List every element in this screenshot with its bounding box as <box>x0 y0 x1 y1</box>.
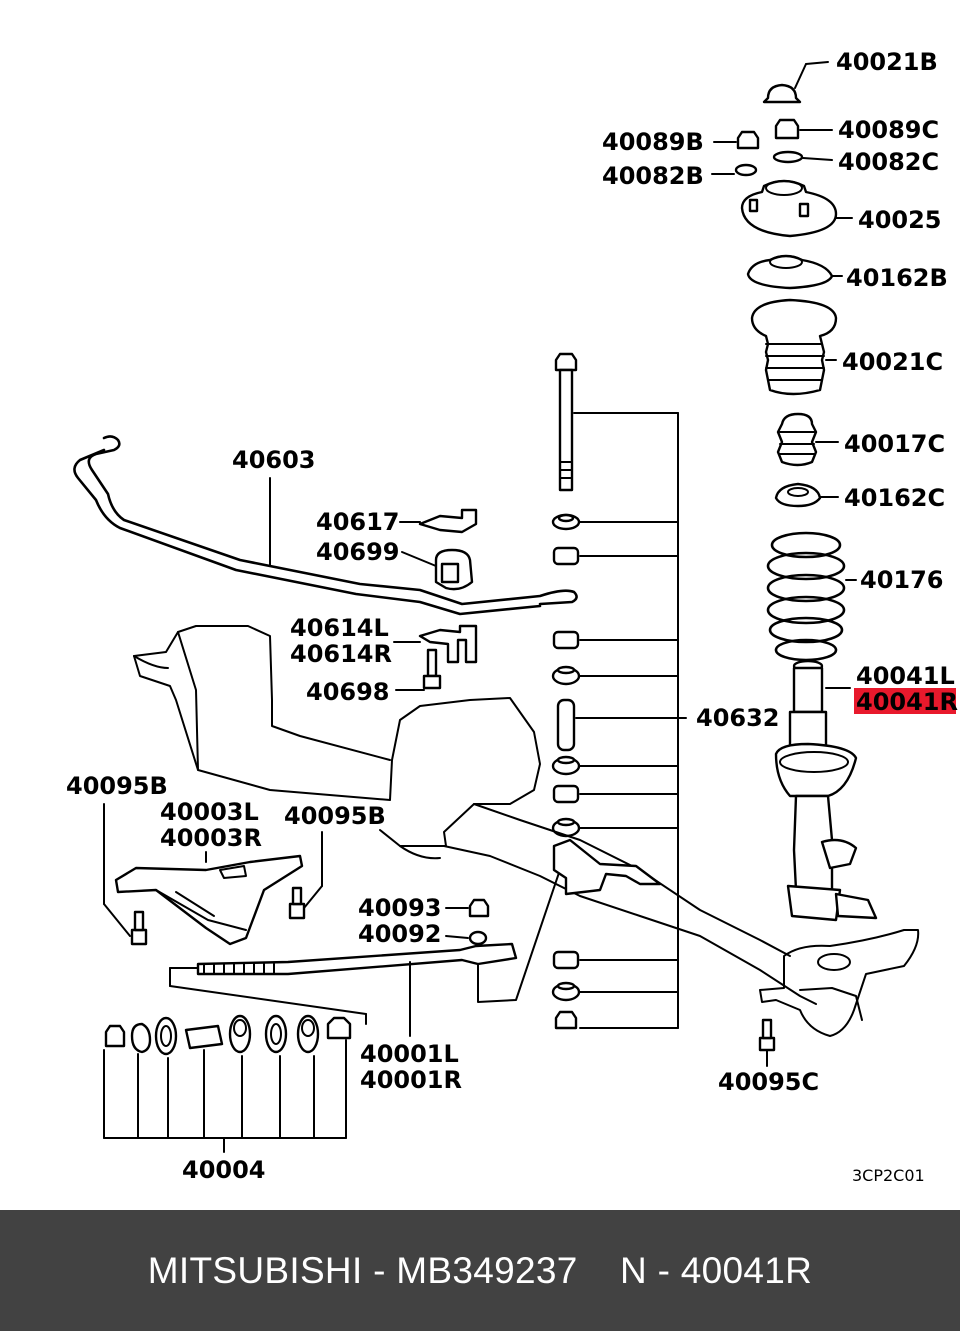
label-40093: 40093 <box>358 894 442 922</box>
bar-brackets <box>393 508 478 691</box>
stabilizer-bar <box>73 435 578 616</box>
label-40699: 40699 <box>316 538 400 566</box>
label-40021B: 40021B <box>836 48 938 76</box>
label-40614R: 40614R <box>290 640 392 668</box>
label-40021C: 40021C <box>842 348 943 376</box>
diagram-code: 3CP2C01 <box>852 1166 925 1185</box>
label-40614L: 40614L <box>290 614 389 642</box>
label-40041L: 40041L <box>856 662 955 690</box>
label-40162B: 40162B <box>846 264 948 292</box>
label-40617: 40617 <box>316 508 400 536</box>
label-40095C: 40095C <box>718 1068 819 1096</box>
label-40003R: 40003R <box>160 824 262 852</box>
label-40092: 40092 <box>358 920 442 948</box>
label-40003L: 40003L <box>160 798 259 826</box>
frame-member <box>133 625 817 1005</box>
label-40001L: 40001L <box>360 1040 459 1068</box>
label-40162C: 40162C <box>844 484 945 512</box>
suspension-parts-diagram: 40021B 40089C 40089B 40082C 40082B 40025… <box>66 48 958 1185</box>
label-40082C: 40082C <box>838 148 939 176</box>
label-40698: 40698 <box>306 678 390 706</box>
strut-assembly <box>711 61 878 922</box>
hardware-kit <box>103 1014 352 1153</box>
label-40017C: 40017C <box>844 430 945 458</box>
footer-part-title: MITSUBISHI - MB349237 N - 40041R <box>147 1249 813 1291</box>
label-40001R: 40001R <box>360 1066 462 1094</box>
label-40089B: 40089B <box>602 128 704 156</box>
knuckle-area <box>758 929 920 1067</box>
label-40025: 40025 <box>858 206 942 234</box>
lower-arm <box>103 803 323 946</box>
label-40632: 40632 <box>696 704 780 732</box>
label-40095B-right: 40095B <box>284 802 386 830</box>
label-40089C: 40089C <box>838 116 939 144</box>
label-40041R: 40041R <box>856 688 958 716</box>
label-40082B: 40082B <box>602 162 704 190</box>
strut-bar <box>169 838 662 1037</box>
stabilizer-link-stack <box>551 352 687 1030</box>
label-40095B-left: 40095B <box>66 772 168 800</box>
label-40603: 40603 <box>232 446 316 474</box>
footer-bar: MITSUBISHI - MB349237 N - 40041R <box>0 1210 960 1331</box>
label-40176: 40176 <box>860 566 944 594</box>
highlight-box <box>854 688 956 714</box>
label-40004: 40004 <box>182 1156 266 1184</box>
